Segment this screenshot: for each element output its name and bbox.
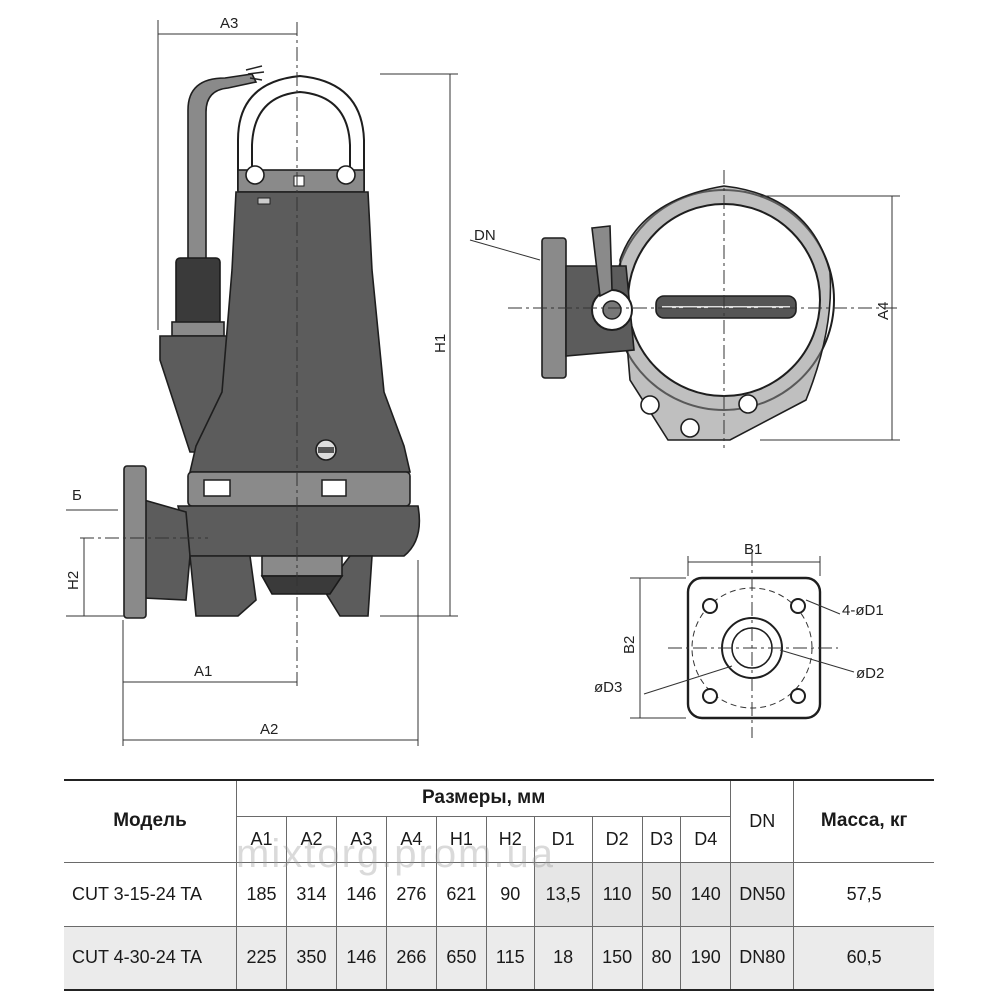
cell-a2: 350 (285, 925, 337, 991)
label-d1: 4-øD1 (842, 602, 884, 619)
header-mass: Масса, кг (793, 779, 934, 863)
technical-drawing: A3 H1 Б H2 A1 A2 DN (65, 15, 900, 746)
table-row: CUT 3-15-24 TA 185 314 146 276 621 90 13… (64, 861, 934, 927)
row-model: CUT 3-15-24 TA (64, 861, 237, 927)
cell-a1: 225 (236, 925, 287, 991)
cell-a1: 185 (236, 861, 287, 927)
cell-h2: 90 (485, 861, 535, 927)
label-d2: øD2 (856, 665, 884, 682)
label-h1: H1 (432, 334, 449, 353)
label-b: Б (72, 487, 82, 504)
cell-a3: 146 (335, 925, 387, 991)
cell-d3: 80 (641, 925, 682, 991)
col-d3: D3 (641, 815, 682, 863)
col-h2: H2 (485, 815, 535, 863)
col-a3: A3 (335, 815, 387, 863)
col-d4: D4 (680, 815, 731, 863)
dimensions-front: A3 H1 Б H2 A1 A2 (65, 15, 458, 746)
cell-a3: 146 (335, 861, 387, 927)
cell-d1: 13,5 (533, 861, 593, 927)
specifications-table: Модель Размеры, мм DN Масса, кг A1 A2 A3… (64, 779, 934, 991)
col-d1: D1 (533, 815, 593, 863)
cell-dn: DN50 (730, 861, 795, 927)
cell-h1: 650 (435, 925, 487, 991)
header-dimensions: Размеры, мм (235, 779, 732, 817)
cell-mass: 57,5 (793, 861, 934, 927)
cell-d4: 140 (680, 861, 732, 927)
cell-d1: 18 (533, 925, 593, 991)
col-a1: A1 (236, 815, 287, 863)
dimensions-flange: B1 B2 4-øD1 øD2 øD3 (594, 541, 884, 719)
col-d2: D2 (591, 815, 643, 863)
label-d3: øD3 (594, 679, 622, 696)
label-dn: DN (474, 227, 496, 244)
col-a2: A2 (285, 815, 337, 863)
label-a2: A2 (260, 721, 278, 738)
pump-front-view (80, 22, 421, 690)
col-h1: H1 (435, 815, 487, 863)
col-a4: A4 (385, 815, 437, 863)
cell-d2: 150 (591, 925, 643, 991)
label-a4: A4 (875, 302, 892, 320)
header-dn: DN (730, 779, 795, 863)
dimensions-top: DN A4 (469, 195, 900, 441)
row-model: CUT 4-30-24 TA (64, 925, 237, 991)
cell-h1: 621 (435, 861, 487, 927)
header-model: Модель (64, 779, 237, 863)
label-h2: H2 (65, 571, 82, 590)
flange-view (668, 552, 838, 738)
cell-h2: 115 (485, 925, 535, 991)
cell-a4: 266 (385, 925, 437, 991)
cell-dn: DN80 (730, 925, 795, 991)
cell-a2: 314 (285, 861, 337, 927)
label-b2: B2 (621, 636, 638, 654)
pump-top-view (508, 170, 900, 448)
label-a1: A1 (194, 663, 212, 680)
cell-d3: 50 (641, 861, 682, 927)
cell-mass: 60,5 (793, 925, 934, 991)
cell-a4: 276 (385, 861, 437, 927)
cell-d4: 190 (680, 925, 732, 991)
label-b1: B1 (744, 541, 762, 558)
table-row: CUT 4-30-24 TA 225 350 146 266 650 115 1… (64, 925, 934, 991)
label-a3: A3 (220, 15, 238, 32)
cell-d2: 110 (591, 861, 643, 927)
